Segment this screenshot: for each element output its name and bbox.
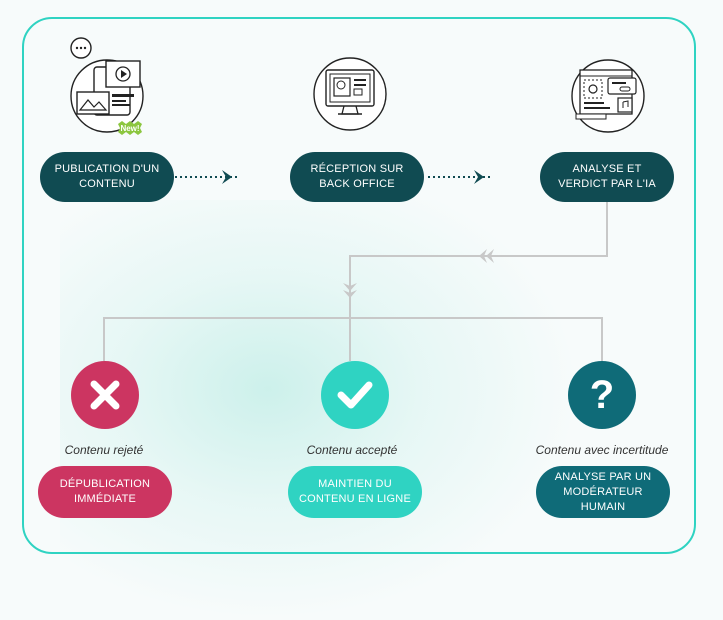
flow-line-down <box>349 202 608 318</box>
accepted-circle <box>321 361 389 429</box>
monitor-icon <box>312 56 388 132</box>
chevron-down-icon <box>343 283 357 298</box>
chevron-left-icon <box>479 249 494 263</box>
rejected-circle <box>71 361 139 429</box>
action-keep-online: MAINTIEN DU CONTENU EN LIGNE <box>288 466 422 518</box>
caption-accepted: Contenu accepté <box>306 443 398 457</box>
publication-device-icon: New! <box>64 34 149 144</box>
action-depublication: DÉPUBLICATION IMMÉDIATE <box>38 466 172 518</box>
flow-line-branch <box>103 317 603 361</box>
connectors <box>103 170 608 361</box>
arrow-head-1 <box>222 170 232 184</box>
step-reception: RÉCEPTION SUR BACK OFFICE <box>290 152 424 202</box>
diagram-frame <box>22 17 696 554</box>
cross-icon <box>90 380 120 410</box>
action-human-moderation: ANALYSE PAR UN MODÉRATEUR HUMAIN <box>536 466 670 518</box>
check-icon <box>337 381 373 409</box>
question-icon: ? <box>589 372 615 417</box>
step-analysis: ANALYSE ET VERDICT PAR L'IA <box>540 152 674 202</box>
caption-uncertain: Contenu avec incertitude <box>535 443 669 457</box>
new-badge: New! <box>120 124 139 133</box>
caption-rejected: Contenu rejeté <box>64 443 144 457</box>
uncertain-circle: ? <box>568 361 636 429</box>
ai-analysis-window-icon <box>568 56 648 136</box>
step-publication: PUBLICATION D'UN CONTENU <box>40 152 174 202</box>
arrow-head-2 <box>474 170 484 184</box>
